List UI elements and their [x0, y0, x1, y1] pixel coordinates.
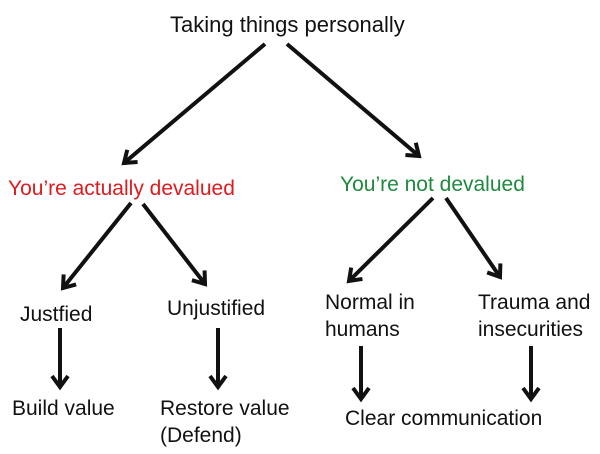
node-normal-in-humans: Normal in humans — [325, 291, 415, 342]
node-clear-communication: Clear communication — [345, 407, 543, 430]
node-not-devalued: You’re not devalued — [340, 173, 525, 196]
arrow-root-to-not-devalued — [285, 42, 422, 159]
arrow-root-to-devalued — [121, 42, 267, 166]
arrow-not-devalued-to-trauma — [444, 196, 503, 280]
node-justfied: Justfied — [20, 303, 93, 326]
arrow-not-devalued-to-normal — [346, 196, 435, 284]
node-build-value: Build value — [12, 397, 115, 420]
node-devalued: You’re actually devalued — [8, 177, 235, 200]
arrow-devalued-to-unjustified — [141, 202, 208, 287]
node-root: Taking things personally — [170, 12, 405, 37]
arrow-devalued-to-justfied — [60, 201, 133, 291]
node-trauma-insecurities: Trauma and insecurities — [478, 291, 591, 342]
node-restore-value: Restore value (Defend) — [160, 397, 290, 448]
node-unjustified: Unjustified — [167, 297, 266, 320]
